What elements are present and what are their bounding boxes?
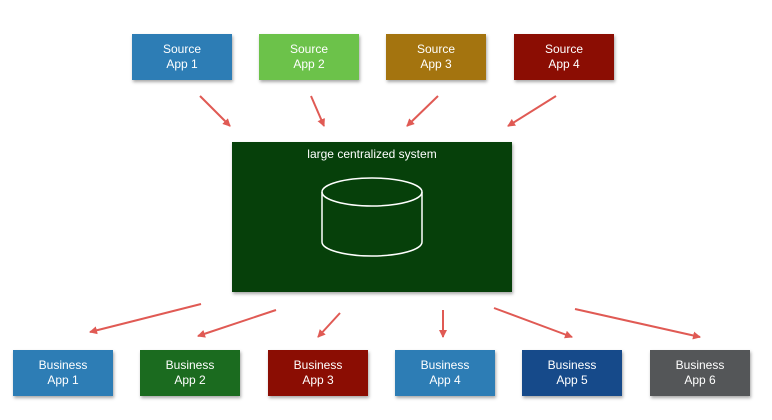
business-app-6: Business App 6 — [650, 350, 750, 396]
source-app-3-label: Source — [416, 42, 456, 56]
business-app-1: Business App 1 — [13, 350, 113, 396]
database-cylinder-icon — [321, 177, 423, 257]
business-app-4-name: App 4 — [429, 373, 461, 387]
business-app-2-label: Business — [165, 358, 215, 372]
business-app-4: Business App 4 — [395, 350, 495, 396]
arrow-source-2 — [310, 95, 325, 127]
source-app-3: Source App 3 — [386, 34, 486, 80]
business-app-2-name: App 2 — [174, 373, 206, 387]
central-system-title: large centralized system — [307, 147, 437, 161]
business-app-5: Business App 5 — [522, 350, 622, 396]
source-app-2: Source App 2 — [259, 34, 359, 80]
business-app-1-label: Business — [38, 358, 88, 372]
business-app-6-name: App 6 — [684, 373, 716, 387]
arrow-business-3 — [317, 312, 341, 338]
arrow-business-6 — [574, 308, 701, 340]
source-app-1: Source App 1 — [132, 34, 232, 80]
arrow-business-1 — [89, 303, 202, 335]
source-app-2-label: Source — [289, 42, 329, 56]
central-system: large centralized system — [232, 142, 512, 292]
source-app-4: Source App 4 — [514, 34, 614, 80]
business-app-1-name: App 1 — [47, 373, 79, 387]
business-app-5-name: App 5 — [556, 373, 588, 387]
business-app-3-name: App 3 — [302, 373, 334, 387]
arrow-business-2 — [197, 309, 277, 338]
source-app-4-label: Source — [544, 42, 584, 56]
arrow-source-4 — [507, 95, 557, 127]
arrow-source-1 — [199, 95, 231, 127]
business-app-3: Business App 3 — [268, 350, 368, 396]
business-app-2: Business App 2 — [140, 350, 240, 396]
source-app-4-name: App 4 — [548, 57, 580, 71]
business-app-3-label: Business — [293, 358, 343, 372]
arrow-source-3 — [406, 95, 439, 127]
source-app-2-name: App 2 — [293, 57, 325, 71]
source-app-1-label: Source — [162, 42, 202, 56]
source-app-3-name: App 3 — [420, 57, 452, 71]
business-app-4-label: Business — [420, 358, 470, 372]
arrow-business-5 — [493, 307, 573, 339]
business-app-6-label: Business — [675, 358, 725, 372]
source-app-1-name: App 1 — [166, 57, 198, 71]
business-app-5-label: Business — [547, 358, 597, 372]
